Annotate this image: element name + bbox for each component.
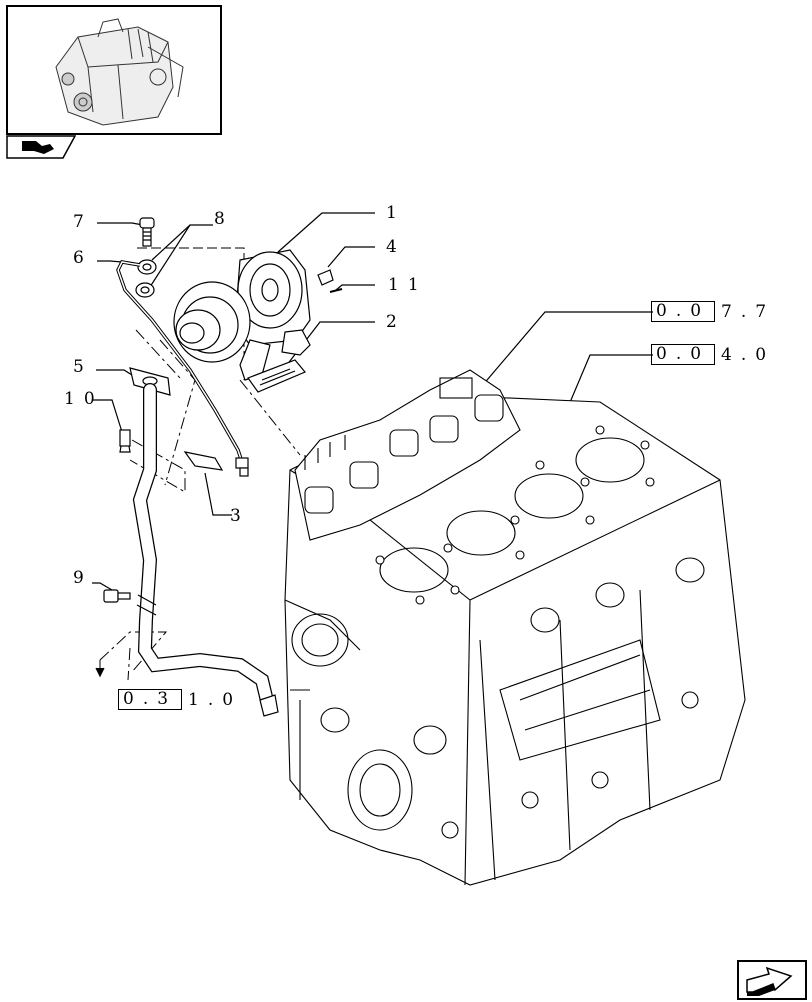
bolt-7 bbox=[139, 217, 155, 247]
callout-7: 7 bbox=[73, 212, 93, 232]
callout-9: 9 bbox=[73, 568, 93, 588]
oil-return-pipe bbox=[132, 383, 279, 717]
engine-thumbnail-image bbox=[55, 18, 184, 126]
callout-3: 3 bbox=[230, 506, 250, 526]
leader-line-11 bbox=[335, 284, 375, 291]
reference-040-rest: 4.0 bbox=[721, 344, 776, 365]
leader-line-4 bbox=[327, 246, 375, 268]
leader-line-3 bbox=[204, 472, 232, 516]
flange-gasket-5 bbox=[129, 367, 171, 396]
gasket-3 bbox=[183, 451, 224, 471]
reference-077-boxed: 0.0 bbox=[651, 301, 716, 322]
leader-line-7 bbox=[97, 222, 144, 226]
callout-1: 1 bbox=[386, 203, 406, 223]
reference-031-boxed: 0.3 bbox=[118, 689, 183, 710]
next-page-button[interactable] bbox=[737, 960, 807, 1000]
bolt-9 bbox=[103, 589, 131, 603]
leader-line-077 bbox=[469, 311, 653, 401]
next-page-arrow-icon bbox=[746, 966, 793, 996]
callout-5: 5 bbox=[73, 357, 93, 377]
callout-4: 4 bbox=[386, 237, 406, 257]
part-11 bbox=[329, 288, 343, 293]
turbocharger-1 bbox=[173, 249, 311, 381]
callout-8: 8 bbox=[214, 209, 234, 229]
callout-6: 6 bbox=[73, 248, 93, 268]
reference-link-040[interactable]: 0.0 4.0 bbox=[651, 344, 775, 365]
section-tab[interactable] bbox=[6, 135, 77, 159]
leader-line-10 bbox=[92, 399, 123, 433]
reference-link-077[interactable]: 0.0 7.7 bbox=[651, 301, 775, 322]
callout-2: 2 bbox=[386, 312, 406, 332]
reference-077-rest: 7.7 bbox=[721, 301, 776, 322]
reference-040-boxed: 0.0 bbox=[651, 344, 716, 365]
reference-031-rest: 1.0 bbox=[188, 689, 243, 710]
oil-feed-pipe-6 bbox=[116, 260, 249, 477]
reference-link-031[interactable]: 0.3 1.0 bbox=[118, 689, 242, 710]
leader-line-1 bbox=[277, 212, 375, 253]
leader-line-8b bbox=[147, 224, 191, 291]
callout-11: 11 bbox=[388, 275, 428, 295]
part-4 bbox=[317, 269, 334, 286]
book-icon bbox=[6, 135, 77, 159]
callout-10: 10 bbox=[64, 389, 104, 409]
engine-block bbox=[284, 369, 746, 886]
leader-line-6 bbox=[97, 260, 123, 263]
leader-line-8a bbox=[151, 224, 213, 261]
leader-line-9 bbox=[92, 582, 113, 591]
engine-thumbnail bbox=[6, 5, 222, 135]
bolt-10 bbox=[119, 429, 131, 453]
